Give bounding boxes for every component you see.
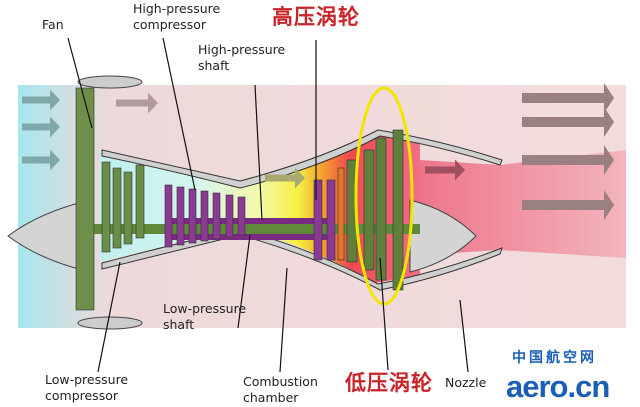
lp-compressor-blade [112,167,122,249]
leader-hp-compressor [162,37,196,191]
watermark-en: aero.cn [506,369,610,404]
tail-cone [409,199,477,273]
watermark-cn: 中国航空网 [512,350,597,366]
airflow-arrow-icon [116,92,158,114]
leader-lines [67,37,469,373]
airflow-arrow-icon [22,149,60,171]
airflow-arrow-icon [522,145,614,175]
hp-compressor-blade [200,190,209,242]
label-lp-turbine: 低压涡轮 [345,371,433,395]
nacelle-top [77,75,143,89]
label-combustion-2: chamber [243,390,299,405]
leader-combustion [279,267,288,373]
hp-compressor-blade [176,186,185,246]
airflow-arrow-icon [522,190,614,220]
hp-compressor-blade [212,192,221,240]
leader-hp-shaft [254,84,263,221]
label-lp-compressor-2: compressor [45,388,118,403]
leader-nozzle [459,299,469,373]
label-nozzle: Nozzle [445,375,487,390]
lp-turbine-blade [392,129,404,291]
lp-turbine-highlight [354,86,414,306]
lp-compressor-blade [135,164,145,239]
airflow-arrow-icon [22,89,60,111]
watermark-logo: 中国航空网 aero.cn [506,350,638,404]
airflow-arrow-icon [522,107,614,137]
lp-shaft [90,224,420,234]
label-lp-compressor-1: Low-pressure [45,372,129,387]
lp-compressor-blade [101,161,111,253]
hp-compressor-blade [188,188,197,244]
label-hp-compressor-2: compressor [133,17,206,32]
label-hp-turbine: 高压涡轮 [272,5,360,29]
hp-compressor-blade [237,196,246,236]
label-hp-shaft-1: High-pressure [198,42,286,57]
hp-turbine-blade [326,179,336,261]
hp-compressor-blade [225,194,234,238]
label-hp-compressor-1: High-pressure [133,1,221,16]
lp-compressor-blade [123,171,133,245]
core-casing-top [101,129,503,189]
nacelle-bottom [77,316,143,330]
turbine-stage [337,167,345,261]
lp-turbine-blade [375,137,387,281]
leader-fan [67,37,93,129]
airflow-arrow-icon [425,159,465,181]
airflow-arrow-icon [265,167,305,189]
label-fan: Fan [42,17,64,32]
fan-blade [75,87,95,311]
airflow-arrow-icon [22,116,60,138]
leader-lp-shaft [237,234,251,329]
label-lp-shaft-1: Low-pressure [163,301,247,316]
hp-turbine-blade [313,179,323,261]
leader-lp-turbine [379,257,389,371]
hp-compressor-blade [164,184,173,248]
label-combustion-1: Combustion [243,374,318,389]
lp-turbine-blade [363,149,375,271]
label-lp-shaft-2: shaft [163,317,195,332]
airflow-arrow-icon [522,83,614,113]
label-hp-shaft-2: shaft [198,58,230,73]
leader-lp-compressor [97,261,121,373]
